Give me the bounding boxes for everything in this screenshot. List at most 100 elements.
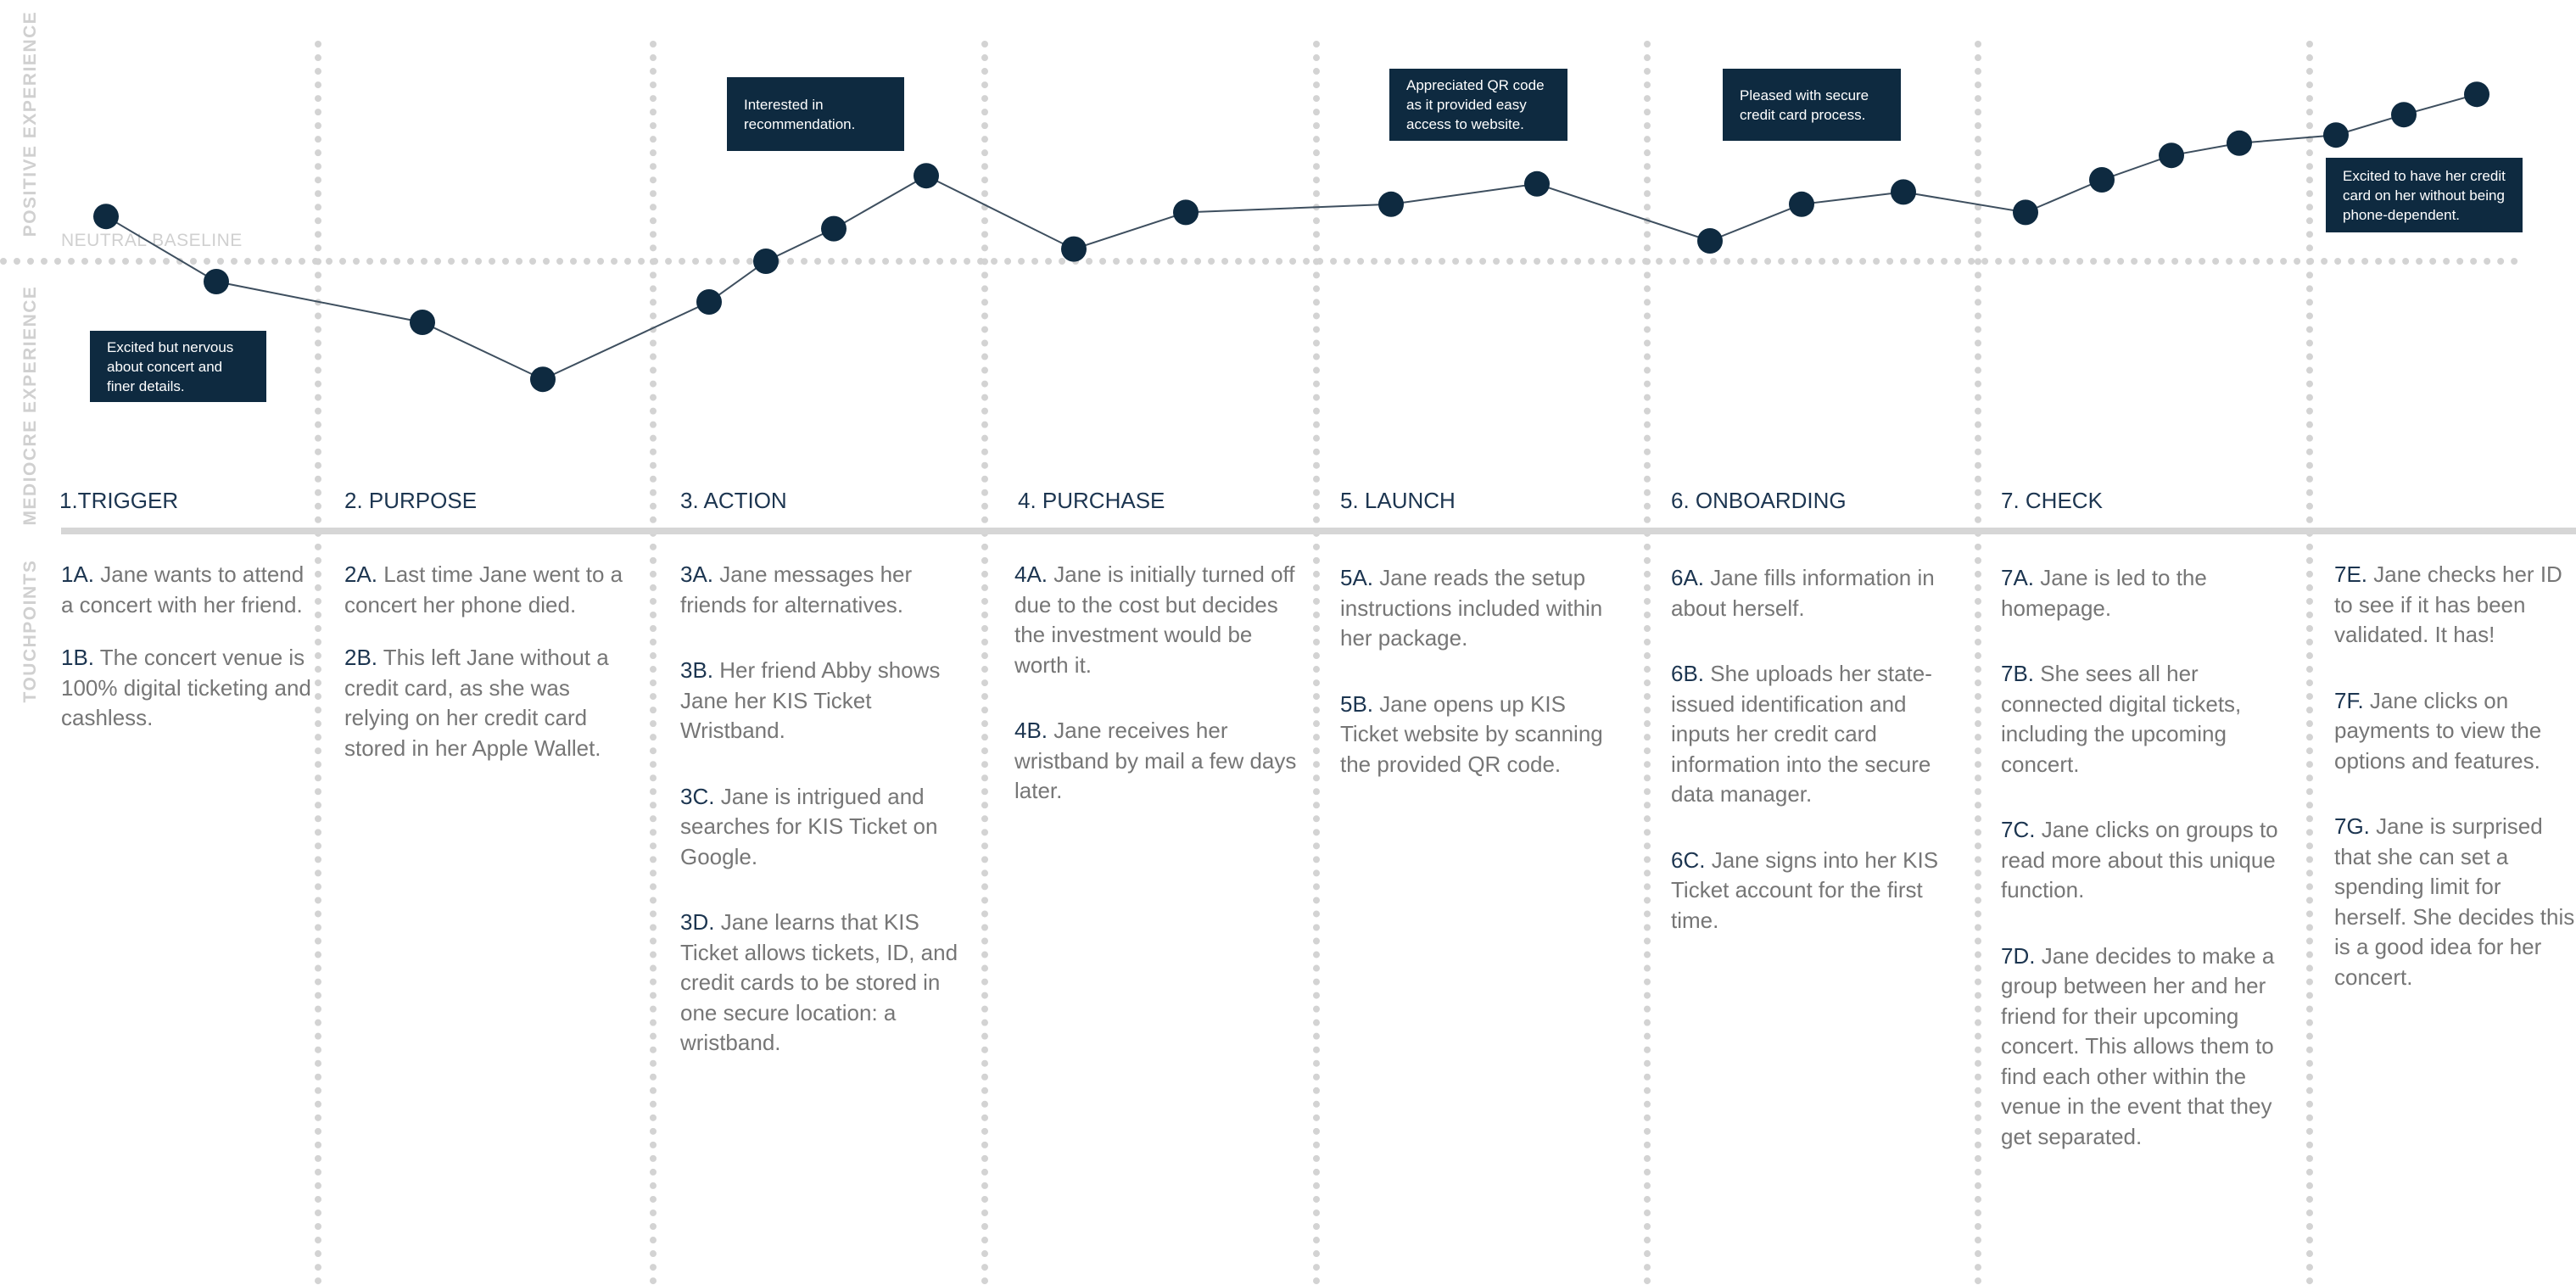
touchpoint-code: 1A. [61,561,95,587]
touchpoint-code: 7C. [2001,817,2036,842]
touchpoint-text: Jane decides to make a group between her… [2001,942,2275,1149]
journey-point-4b [1173,199,1199,226]
stage-title-action: 3. ACTION [680,488,787,513]
touchpoint-code: 7E. [2334,561,2368,587]
touchpoint-5b: 5B. Jane opens up KIS Ticket website by … [1340,690,1620,780]
touchpoint-code: 7B. [2001,661,2035,686]
touchpoint-6c: 6C. Jane signs into her KIS Ticket accou… [1671,846,1951,936]
touchpoint-text: She uploads her state-issued identificat… [1671,661,1932,807]
column-separator [981,41,988,1285]
touchpoint-1b: 1B. The concert venue is 100% digital ti… [61,643,312,734]
journey-point-6b [1789,191,1814,217]
column-separator [1644,41,1651,1285]
journey-point-6a [1697,228,1723,254]
touchpoint-7e: 7E. Jane checks her ID to see if it has … [2334,560,2575,651]
touchpoint-text: The concert venue is 100% digital ticket… [61,645,311,730]
journey-point-5a [1378,191,1404,217]
journey-point-7e [2323,122,2349,148]
touchpoint-6a: 6A. Jane fills information in about hers… [1671,563,1951,623]
column-separator [1975,41,1981,1285]
journey-point-7d [2227,130,2252,156]
touchpoint-7b: 7B. She sees all her connected digital t… [2001,659,2281,779]
callout-onboarding: Pleased with secure credit card process. [1723,69,1901,141]
journey-point-3a [696,289,722,315]
touchpoints-action: 3A. Jane messages her friends for altern… [680,560,960,1059]
touchpoint-text: Jane reads the setup instructions includ… [1340,565,1603,651]
stage-title-check: 7. CHECK [2001,488,2103,513]
journey-point-7f [2391,102,2417,128]
touchpoint-code: 7A. [2001,565,2035,590]
touchpoint-6b: 6B. She uploads her state-issued identif… [1671,659,1951,810]
stage-title-launch: 5. LAUNCH [1340,488,1456,513]
touchpoint-text: Jane is led to the homepage. [2001,565,2207,621]
touchpoint-7d: 7D. Jane decides to make a group between… [2001,941,2281,1153]
column-separator [315,41,321,1285]
touchpoints-text: TOUCHPOINTS [20,559,40,703]
column-separator [2306,41,2313,1285]
journey-point-1b [204,269,229,294]
touchpoint-code: 1B. [61,645,95,670]
touchpoint-7a: 7A. Jane is led to the homepage. [2001,563,2281,623]
journey-point-4a [1061,236,1087,262]
touchpoint-text: Her friend Abby shows Jane her KIS Ticke… [680,657,941,743]
touchpoint-text: Jane fills information in about herself. [1671,565,1935,621]
touchpoint-text: Jane opens up KIS Ticket website by scan… [1340,690,1603,777]
neutral-baseline [0,258,2519,265]
stage-title-trigger: 1.TRIGGER [59,488,179,513]
touchpoints-purchase: 4A. Jane is initially turned off due to … [1014,560,1298,807]
touchpoint-text: Jane is initially turned off due to the … [1014,561,1295,678]
touchpoint-1a: 1A. Jane wants to attend a concert with … [61,560,312,620]
touchpoint-2b: 2B. This left Jane without a credit card… [344,643,624,763]
touchpoints-launch: 5A. Jane reads the setup instructions in… [1340,563,1620,779]
touchpoint-code: 6A. [1671,565,1705,590]
journey-point-5b [1524,170,1550,197]
callout-action: Interested in recommendation. [727,77,904,151]
touchpoint-code: 6B. [1671,661,1705,686]
touchpoint-5a: 5A. Jane reads the setup instructions in… [1340,563,1620,654]
touchpoint-7c: 7C. Jane clicks on groups to read more a… [2001,815,2281,906]
touchpoint-code: 5B. [1340,690,1374,717]
stage-title-purchase: 4. PURCHASE [1018,488,1165,513]
header-divider [61,528,2576,534]
touchpoint-code: 4A. [1014,561,1048,587]
touchpoint-text: This left Jane without a credit card, as… [344,645,609,761]
touchpoint-3d: 3D. Jane learns that KIS Ticket allows t… [680,908,960,1059]
touchpoint-text: Jane learns that KIS Ticket allows ticke… [680,909,958,1055]
touchpoint-code: 6C. [1671,846,1706,873]
callout-trigger: Excited but nervous about concert and fi… [90,331,266,402]
touchpoint-text: Jane clicks on groups to read more about… [2001,817,2278,902]
journey-point-7b [2089,167,2115,193]
journey-point-7g [2464,81,2489,108]
touchpoint-3b: 3B. Her friend Abby shows Jane her KIS T… [680,656,960,746]
journey-point-6c [1891,179,1916,205]
touchpoints-purpose: 2A. Last time Jane went to a concert her… [344,560,624,763]
touchpoint-code: 4B. [1014,718,1048,743]
touchpoint-code: 3A. [680,561,714,587]
touchpoint-2a: 2A. Last time Jane went to a concert her… [344,560,624,620]
touchpoint-text: Jane checks her ID to see if it has been… [2334,561,2562,647]
touchpoint-text: Jane is surprised that she can set a spe… [2334,813,2575,990]
touchpoint-text: Jane is intrigued and searches for KIS T… [680,783,938,869]
touchpoint-code: 7F. [2334,687,2364,713]
touchpoint-code: 3D. [680,909,715,935]
touchpoint-code: 3B. [680,657,714,683]
touchpoint-text: Jane receives her wristband by mail a fe… [1014,718,1297,803]
journey-point-7a [2013,199,2038,226]
journey-line-chart [93,81,2489,393]
touchpoint-7g: 7G. Jane is surprised that she can set a… [2334,812,2575,992]
touchpoint-code: 2A. [344,561,378,587]
journey-point-1a [93,204,119,230]
journey-point-3c [821,215,847,242]
touchpoints-check: 7A. Jane is led to the homepage. 7B. She… [2001,563,2281,1152]
touchpoint-code: 5A. [1340,565,1374,590]
neutral-baseline-label: NEUTRAL BASELINE [61,231,243,250]
journey-point-2b [530,366,556,393]
journey-line [105,93,2478,381]
touchpoint-text: Jane clicks on payments to view the opti… [2334,687,2542,774]
touchpoints-trigger: 1A. Jane wants to attend a concert with … [61,560,312,734]
column-separator [1313,41,1320,1285]
touchpoint-text: Last time Jane went to a concert her pho… [344,561,623,617]
journey-point-3b [753,249,779,274]
callout-launch: Appreciated QR code as it provided easy … [1389,69,1567,141]
touchpoint-code: 7D. [2001,942,2036,969]
